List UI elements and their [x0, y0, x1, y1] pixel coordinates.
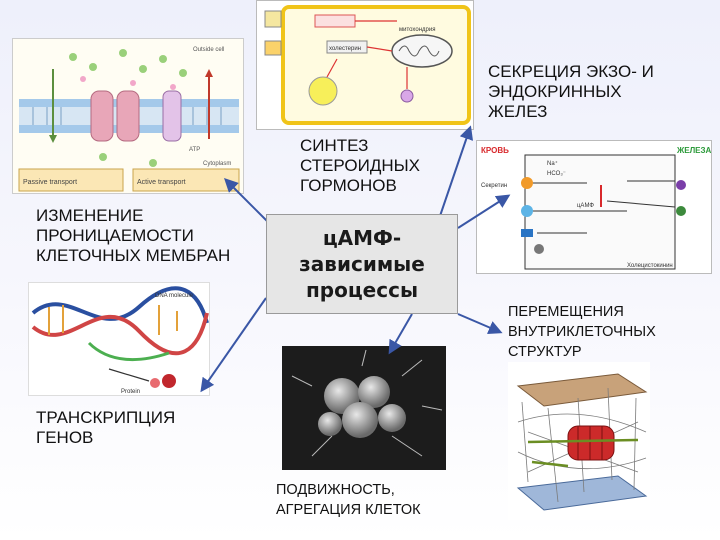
atp-label: ATP: [189, 147, 200, 153]
transcription-label: ТРАНСКРИПЦИЯ ГЕНОВ: [36, 408, 176, 447]
ion-1: Na⁺: [547, 160, 558, 167]
camp-small-label: цАМФ: [577, 203, 594, 209]
ion-2: HCO₃⁻: [547, 171, 566, 177]
dna-transcription-figure: DNA molecule Protein: [28, 282, 210, 396]
gland-secretion-figure: КРОВЬ ЖЕЛЕЗА Na⁺ HCO₃⁻ цАМФ Секретин Хол…: [476, 140, 712, 274]
transport-label: ПЕРЕМЕЩЕНИЯ ВНУТРИКЛЕТОЧНЫХ СТРУКТУР: [508, 304, 656, 360]
cholecystokinin-label: Холецистокинин: [627, 263, 673, 269]
arrow-to-transcription: [200, 297, 267, 393]
motility-label: ПОДВИЖНОСТЬ, АГРЕГАЦИЯ КЛЕТОК: [276, 482, 421, 518]
camp-title: цАМФ- зависимые процессы: [299, 226, 425, 302]
protein-label: Protein: [121, 389, 140, 395]
arrow-to-transport: [457, 313, 503, 335]
cell-aggregation-micrograph: [282, 346, 446, 470]
steroid-label: СИНТЕЗ СТЕРОИДНЫХ ГОРМОНОВ: [300, 136, 421, 195]
blood-label: КРОВЬ: [481, 146, 509, 155]
cholesterol-label: холестерин: [329, 46, 361, 52]
secretion-label: СЕКРЕЦИЯ ЭКЗО- И ЭНДОКРИННЫХ ЖЕЛЕЗ: [488, 62, 654, 121]
outside-label: Outside cell: [193, 47, 224, 53]
gland-label: ЖЕЛЕЗА: [676, 146, 712, 155]
camp-center-box: цАМФ- зависимые процессы: [266, 214, 458, 314]
cytoskeleton-figure: [508, 362, 650, 520]
membrane-label: ИЗМЕНЕНИЕ ПРОНИЦАЕМОСТИ КЛЕТОЧНЫХ МЕМБРА…: [36, 206, 231, 265]
mito-label: митохондрия: [399, 27, 435, 33]
passive-label: Passive transport: [23, 179, 77, 186]
membrane-transport-figure: Passive transport Active transport Outsi…: [12, 38, 244, 194]
dna-helix-label: DNA molecule: [155, 293, 194, 299]
secretin-label: Секретин: [481, 183, 507, 189]
steroid-synthesis-figure: холестерин митохондрия: [256, 0, 474, 130]
cytoplasm-label: Cytoplasm: [203, 161, 231, 167]
arrow-to-steroid: [439, 125, 474, 217]
active-label: Active transport: [137, 179, 186, 186]
